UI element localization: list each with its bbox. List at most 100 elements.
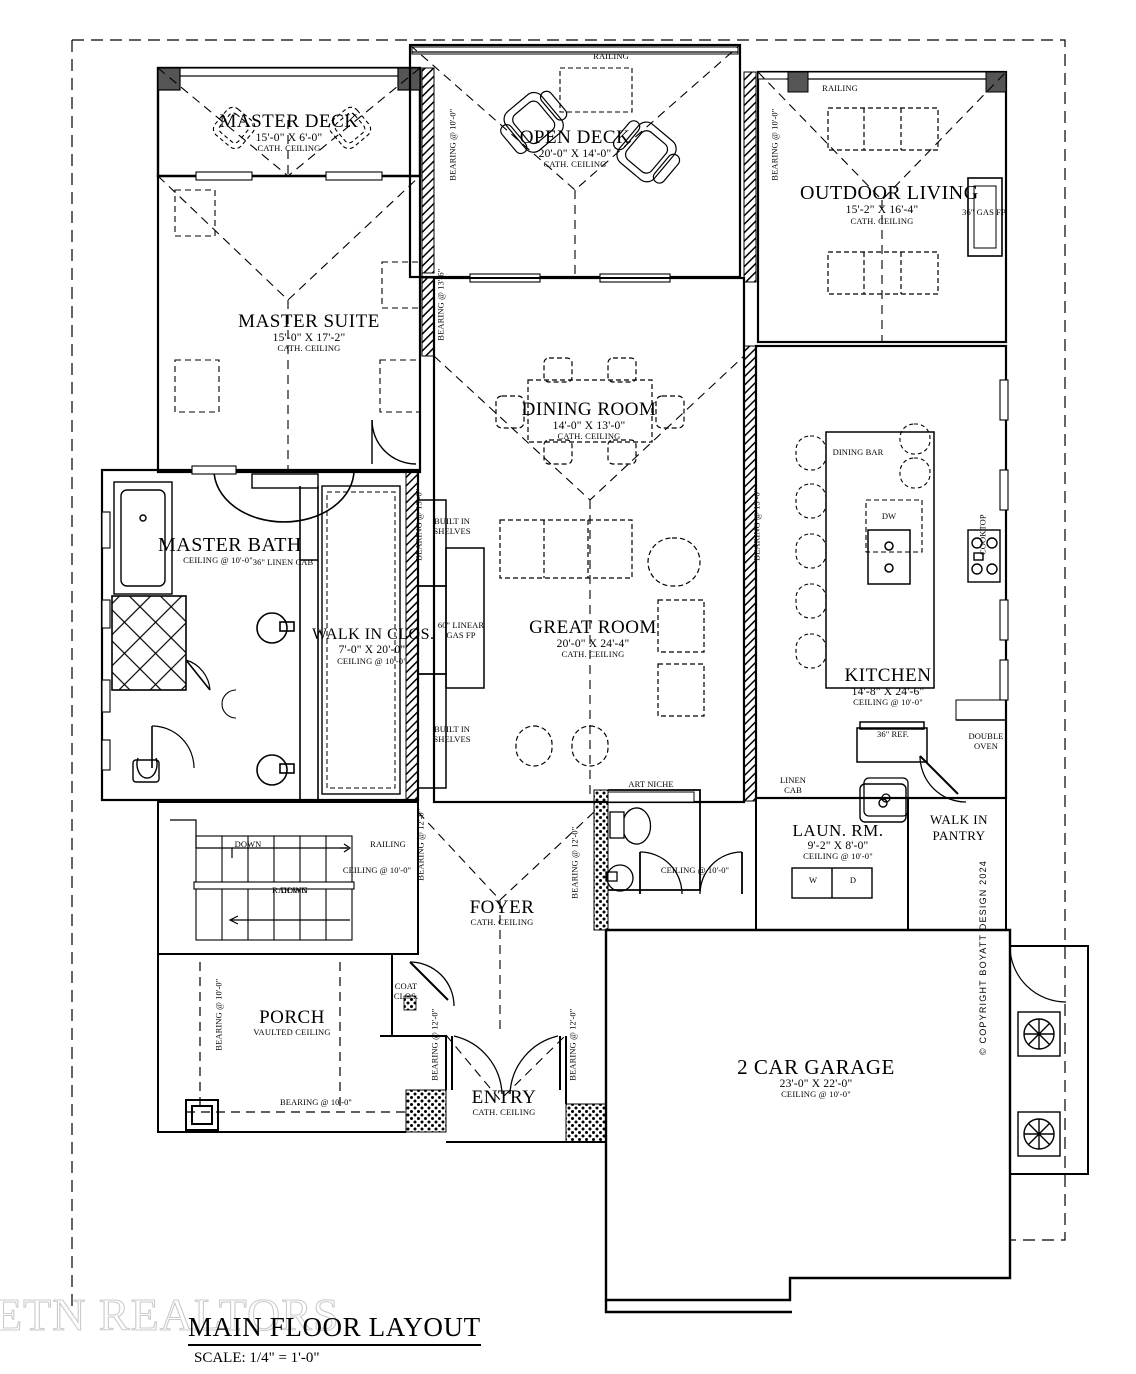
- room-ceiling: CATH. CEILING: [277, 343, 341, 353]
- room-label-great-room: GREAT ROOM 20'-0" X 24'-4" CATH. CEILING: [500, 618, 686, 659]
- room-name: GREAT ROOM: [529, 617, 657, 638]
- room-label-master-suite: MASTER SUITE 15'-0" X 17'-2" CATH. CEILI…: [184, 312, 434, 353]
- bearing-note-deck-right: BEARING @ 10'-0": [769, 108, 780, 181]
- open-deck-furniture: [500, 90, 681, 184]
- copyright-note: © COPYRIGHT BOYATT DESIGN 2024: [978, 859, 988, 1055]
- room-ceiling: CATH. CEILING: [557, 431, 621, 441]
- room-dimension: 9'-2" X 8'-0": [807, 839, 869, 852]
- room-dimension: 15'-0" X 17'-2": [272, 331, 346, 344]
- cooktop-appliance: [967, 529, 1001, 583]
- room-label-walk-in-pantry: WALK IN PANTRY: [912, 812, 1006, 843]
- room-name: KITCHEN: [844, 665, 932, 686]
- railing-label-outdoor-living: RAILING: [822, 83, 858, 93]
- room-ceiling: CATH. CEILING: [850, 216, 914, 227]
- bearing-note-porch-bottom: BEARING @ 10'-0": [279, 1097, 353, 1107]
- railing-stair-upper-label: RAILING: [370, 839, 406, 849]
- room-name: OUTDOOR LIVING: [800, 182, 979, 204]
- room-ceiling: VAULTED CEILING: [253, 1026, 331, 1037]
- room-dimension: 15'-2" X 16'-4": [845, 204, 919, 217]
- cooktop-label: COOKTOP: [977, 514, 988, 556]
- bearing-note-entry-left: BEARING @ 12'-0": [429, 1008, 440, 1081]
- room-label-foyer: FOYER CATH. CEILING: [440, 898, 564, 927]
- dryer-label: D: [849, 875, 857, 885]
- room-label-garage: 2 CAR GARAGE 23'-0" X 22'-0" CEILING @ 1…: [700, 1056, 932, 1099]
- room-name: MASTER BATH: [158, 534, 302, 556]
- room-label-dining-room: DINING ROOM 14'-0" X 13'-0" CATH. CEILIN…: [498, 400, 680, 441]
- room-ceiling: CATH. CEILING: [561, 649, 625, 659]
- room-name: FOYER: [469, 897, 535, 918]
- room-label-outdoor-living: OUTDOOR LIVING 15'-2" X 16'-4" CATH. CEI…: [800, 182, 979, 227]
- room-ceiling: CATH. CEILING: [257, 143, 321, 153]
- deck-furniture: [212, 106, 372, 150]
- bearing-note-porch-left: BEARING @ 10'-0": [213, 978, 224, 1051]
- fireplace-assembly: [417, 499, 485, 789]
- room-label-kitchen: KITCHEN 14'-8" X 24'-6" CEILING @ 10'-0": [800, 666, 976, 707]
- bearing-note-deck-left: BEARING @ 10'-0": [447, 108, 458, 181]
- room-name: 2 CAR GARAGE: [737, 1055, 895, 1079]
- room-label-entry: ENTRY CATH. CEILING: [448, 1088, 560, 1117]
- bearing-note-great-left: BEARING @ 13'-6": [413, 488, 424, 561]
- property-setback-line: [71, 39, 1066, 1320]
- room-dimension: 20'-0" X 24'-4": [556, 637, 630, 650]
- linen-cab-text: 36" LINEN CAB: [252, 557, 314, 567]
- room-ceiling: CATH. CEILING: [472, 1106, 536, 1117]
- room-ceiling: CEILING @ 10'-0": [183, 555, 253, 565]
- art-niche-label: ART NICHE: [628, 779, 674, 789]
- bearing-note-master: BEARING @ 13'-6": [435, 268, 446, 341]
- room-ceiling: CATH. CEILING: [470, 916, 534, 927]
- garage-outline: [604, 928, 1089, 1314]
- scale-note: SCALE: 1/4" = 1'-0": [194, 1350, 320, 1366]
- entry-walls: [380, 954, 606, 1143]
- room-ceiling: CEILING @ 10'-0": [853, 697, 923, 707]
- laundry-appliances: [791, 783, 907, 899]
- room-name: MASTER SUITE: [238, 311, 380, 332]
- room-name-cont: PANTRY: [932, 827, 986, 843]
- bearing-note-stair: BEARING @ 12'-0": [415, 808, 426, 881]
- bearing-walls: [405, 67, 757, 1143]
- stair-down-lower-label: DOWN: [280, 885, 308, 895]
- powder-ceiling-label: CEILING @ 10'-0": [660, 865, 730, 875]
- door-swing: [371, 419, 417, 465]
- room-dimension: 14'-8" X 24'-6": [851, 685, 925, 698]
- room-label-laundry: LAUN. RM. 9'-2" X 8'-0" CEILING @ 10'-0": [770, 822, 906, 861]
- washer-label: W: [808, 875, 818, 885]
- room-label-master-deck: MASTER DECK 15'-0" X 6'-0" CATH. CEILING: [163, 112, 415, 153]
- bearing-note-entry-right: BEARING @ 12'-0": [567, 1008, 578, 1081]
- room-name: LAUN. RM.: [792, 821, 884, 840]
- room-name: WALK IN: [929, 812, 988, 827]
- stair-ceiling-label: CEILING @ 10'-0": [342, 865, 412, 875]
- room-name: PORCH: [259, 1007, 325, 1028]
- title-block: MAIN FLOOR LAYOUT SCALE: 1/4" = 1'-0": [188, 1312, 481, 1367]
- great-room-furniture: [499, 519, 705, 767]
- dishwasher-label: DW: [881, 511, 897, 521]
- kitchen-island: [825, 431, 935, 689]
- room-name: DINING ROOM: [521, 399, 657, 420]
- garage-columns: [1017, 1011, 1061, 1157]
- linen-cab-label: 36" LINEN CAB: [252, 557, 314, 568]
- stair-down-upper-label: DOWN: [234, 839, 262, 849]
- master-suite-furniture: [174, 189, 423, 413]
- bearing-note-great-right: BEARING @ 13'-6": [751, 488, 762, 561]
- railing-stair-lower-label: RAILING: [272, 885, 308, 895]
- powder-fixtures: [605, 807, 743, 895]
- dining-furniture: [495, 357, 685, 465]
- room-label-open-deck: OPEN DECK 20'-0" X 14'-0" CATH. CEILING: [455, 128, 695, 169]
- room-label-porch: PORCH VAULTED CEILING: [230, 1008, 354, 1037]
- railing-label-open-deck: RAILING: [593, 51, 629, 61]
- room-label-master-bath: MASTER BATH CEILING @ 10'-0": [158, 534, 302, 565]
- room-dimension: 7'-0" X 20'-0": [338, 643, 406, 656]
- room-dimension: 23'-0" X 22'-0": [779, 1078, 853, 1091]
- room-name: WALK IN CLOS.: [312, 626, 435, 643]
- room-ceiling: CEILING @ 10'-0": [803, 850, 873, 861]
- refrigerator-label: 36" REF.: [877, 729, 909, 739]
- room-name: ENTRY: [471, 1087, 537, 1108]
- room-dimension: 15'-0" X 6'-0": [255, 131, 323, 144]
- bearing-note-foyer-left: BEARING @ 12'-0": [569, 826, 580, 899]
- room-dimension: 20'-0" X 14'-0": [538, 147, 612, 160]
- room-name: MASTER DECK: [219, 111, 359, 132]
- room-name: OPEN DECK: [519, 127, 631, 148]
